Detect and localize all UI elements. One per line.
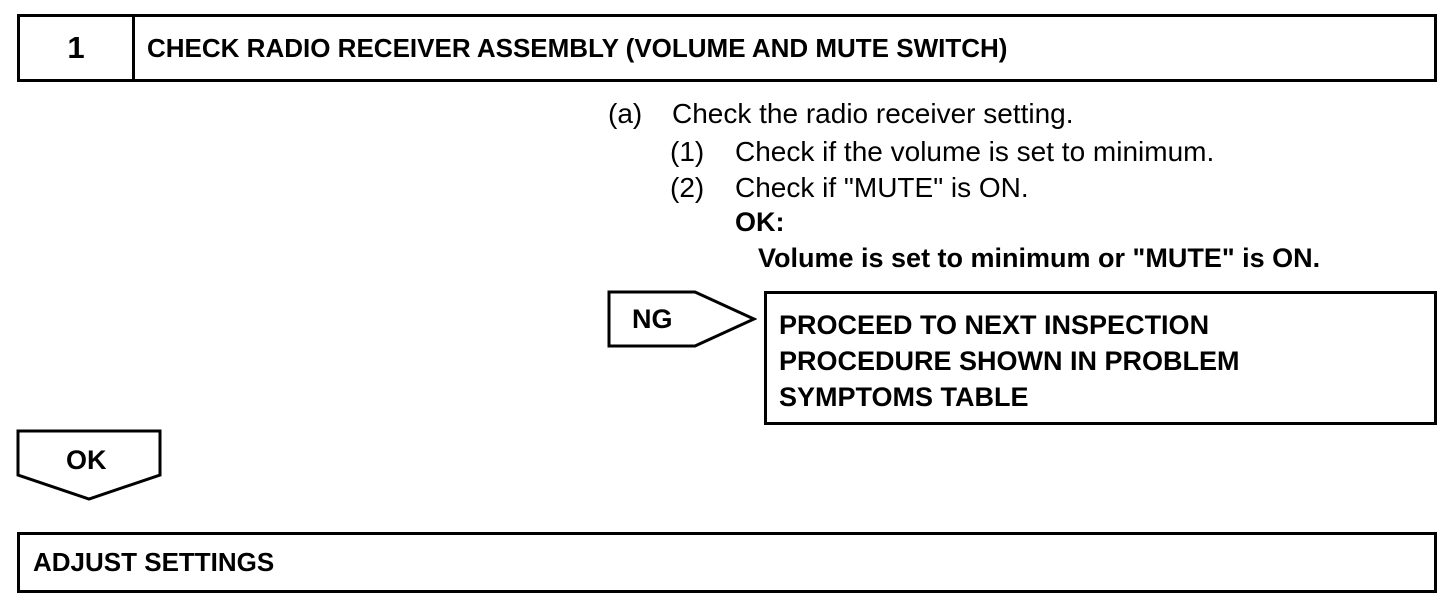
- item-1-marker: (1): [670, 136, 705, 167]
- step-header: 1 CHECK RADIO RECEIVER ASSEMBLY (VOLUME …: [17, 14, 1437, 82]
- item-2-text: Check if "MUTE" is ON.: [735, 172, 1029, 203]
- ok-arrow-tag: [16, 429, 162, 501]
- ng-result-box: PROCEED TO NEXT INSPECTION PROCEDURE SHO…: [764, 291, 1437, 425]
- item-2-marker: (2): [670, 172, 705, 203]
- next-step-box: ADJUST SETTINGS: [17, 532, 1437, 593]
- step-title: CHECK RADIO RECEIVER ASSEMBLY (VOLUME AN…: [147, 32, 1008, 63]
- ng-result-line: PROCEDURE SHOWN IN PROBLEM: [779, 346, 1240, 376]
- item-a-marker: (a): [608, 98, 643, 129]
- item-a-text: Check the radio receiver setting.: [672, 98, 1074, 129]
- step-number: 1: [20, 17, 135, 79]
- ng-result-line: SYMPTOMS TABLE: [779, 382, 1029, 412]
- ok-condition-heading: OK:: [735, 207, 785, 237]
- ok-label: OK: [66, 445, 107, 475]
- item-1-text: Check if the volume is set to minimum.: [735, 136, 1215, 167]
- next-step-title: ADJUST SETTINGS: [33, 547, 275, 577]
- ng-result-line: PROCEED TO NEXT INSPECTION: [779, 310, 1210, 340]
- ng-label: NG: [632, 304, 673, 334]
- ok-condition-text: Volume is set to minimum or "MUTE" is ON…: [758, 243, 1321, 273]
- ng-arrow-tag: [607, 290, 757, 348]
